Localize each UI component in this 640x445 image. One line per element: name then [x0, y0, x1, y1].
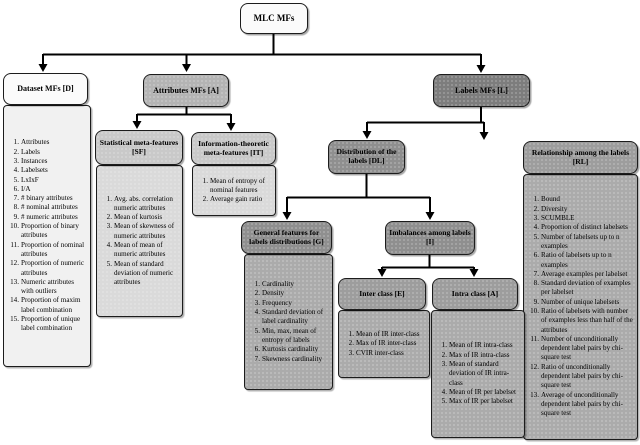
list-item: I/A: [8, 184, 31, 195]
statistical-items: Avg. abs. correlation numeric attributes…: [100, 195, 179, 288]
list-item: Ratio of labelsets up to n examples: [528, 251, 612, 269]
list-item: SCUMBLE: [528, 214, 575, 224]
list-item: Mean of kurtosis: [101, 213, 163, 223]
list-item: Labelsets: [8, 166, 48, 176]
list-item: Proportion of binary attributes: [8, 222, 79, 240]
node-intraclass: Intra class [A]: [432, 278, 518, 310]
list-item: Bound: [528, 195, 560, 205]
list-item: Standard deviation of examples per label…: [528, 279, 631, 297]
list-item: Max of IR inter-class: [343, 339, 417, 349]
list-item: Frequency: [249, 298, 292, 309]
list-item: Instances: [8, 156, 48, 167]
list-item: Average of unconditionally dependent lab…: [528, 390, 623, 418]
list-item: Kurtosis cardinality: [249, 345, 319, 355]
list-item: Number of unconditionally dependent labe…: [528, 334, 623, 362]
list-item: Number of labelsets up to n examples: [528, 232, 620, 250]
list-item: CVIR inter-class: [343, 348, 404, 359]
list-item: Standard deviation of label cardinality: [249, 308, 324, 326]
node-imbalances-labels: Imbalances among labels [I]: [385, 221, 475, 255]
list-item: Density: [249, 289, 285, 299]
list-item: Labels: [8, 147, 40, 158]
list-item: LxIxF: [8, 175, 39, 186]
list-item: # nominal attributes: [8, 203, 78, 213]
node-dataset-mfs: Dataset MFs [D]: [3, 73, 88, 105]
list-item: Max of IR intra-class: [436, 350, 510, 361]
list-item: Mean of entropy of nominal features: [197, 176, 265, 194]
list-item: Ratio of unconditionally dependent label…: [528, 362, 623, 390]
list-item: Min, max, mean of entropy of labels: [249, 326, 317, 344]
node-distribution-labels: Distribution of the labels [DL]: [328, 140, 405, 174]
node-labels-mfs: Labels MFs [L]: [433, 74, 530, 107]
list-item: Mean of IR inter-class: [343, 330, 420, 340]
arrowheads: [38, 64, 489, 277]
list-item: Proportion of numeric attributes: [8, 259, 85, 277]
list-item: Average examples per labelset: [528, 269, 628, 280]
list-item: Average gain ratio: [197, 195, 263, 205]
node-mlc-mfs: MLC MFs: [240, 3, 308, 34]
list-item: Mean of IR per labelset: [436, 387, 516, 398]
list-item: Avg. abs. correlation numeric attributes: [101, 194, 173, 212]
list-item: Proportion of maxim label combination: [8, 296, 81, 314]
list-item: Skewness cardinality: [249, 354, 323, 365]
node-attributes-mfs: Attributes MFs [A]: [143, 74, 229, 107]
list-item: Proportion of nominal attributes: [8, 240, 85, 258]
list-item: Cardinality: [249, 280, 294, 290]
list-item: Ratio of labelsets with number of exampl…: [528, 307, 633, 334]
list-item: Diversity: [528, 204, 568, 215]
node-statistical-mf: Statistical meta-features [SF]: [95, 130, 183, 165]
list-item: Mean of mean of numeric attributes: [101, 241, 166, 259]
node-interclass: Inter class [E]: [338, 278, 426, 310]
list-item: Numeric attributes with outliers: [8, 277, 74, 296]
statistical-mf-list: Avg. abs. correlation numeric attributes…: [96, 165, 183, 317]
node-relationship-labels: Relationship among the labels [RL]: [523, 141, 638, 174]
list-item: Max of IR per labelset: [436, 397, 513, 407]
node-inftheoretic-mf: Information-theoretic meta-features [IT]: [191, 132, 276, 165]
list-item: Proportion of unique label combination: [8, 315, 81, 333]
list-item: Proportion of distinct labelsets: [528, 223, 628, 233]
list-item: # binary attributes: [8, 194, 73, 204]
list-item: # numeric attributes: [8, 212, 78, 223]
list-item: Mean of standard deviation of IR intra-c…: [436, 360, 510, 387]
list-item: Mean of IR intra-class: [436, 341, 513, 351]
node-general-features: General features for labels distribution…: [241, 221, 332, 254]
list-item: Mean of standard deviation of numeric at…: [101, 259, 174, 287]
list-item: Attributes: [8, 138, 50, 148]
list-item: Mean of skewness of numeric attributes: [101, 222, 175, 240]
list-item: Number of unique labelsets: [528, 297, 620, 308]
